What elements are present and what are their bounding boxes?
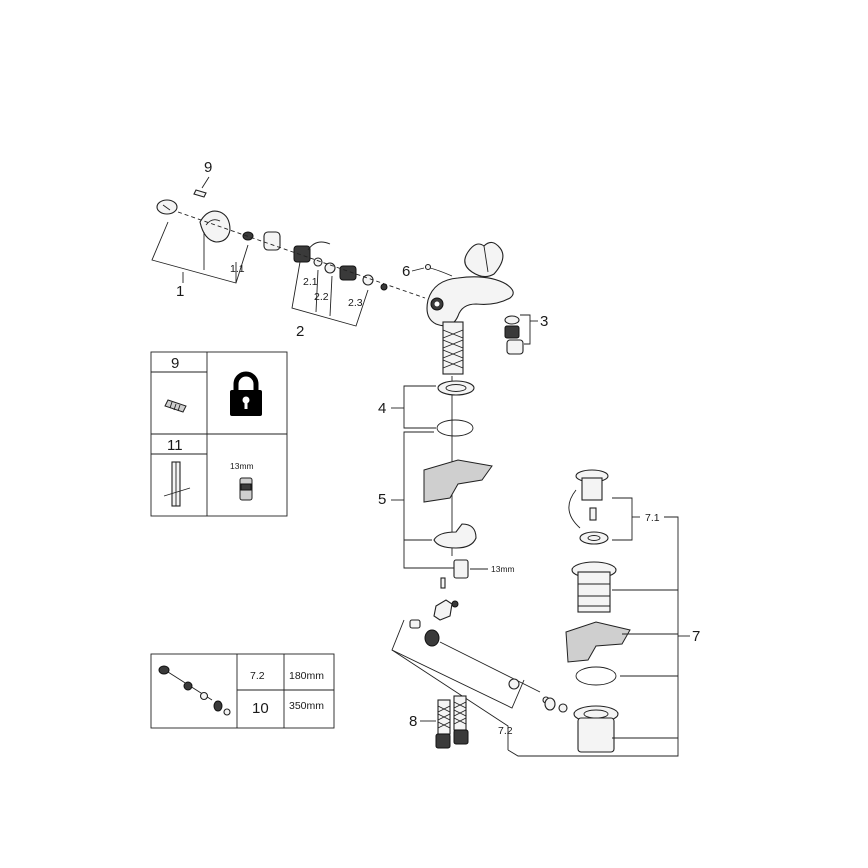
callout-8: 8 bbox=[409, 713, 417, 730]
length-row-2-value: 350mm bbox=[289, 700, 324, 712]
callout-2-2: 2.2 bbox=[314, 291, 329, 303]
o-ring-2-2 bbox=[324, 262, 336, 274]
length-row-1-part: 7.2 bbox=[250, 670, 265, 682]
padlock-icon bbox=[230, 371, 262, 416]
callout-4: 4 bbox=[378, 400, 386, 417]
waste-body bbox=[577, 571, 611, 613]
wrench-size-label: 13mm bbox=[491, 564, 515, 574]
screw-icon bbox=[164, 399, 187, 413]
rotation-arrow bbox=[307, 241, 331, 251]
wedge-plate bbox=[423, 459, 493, 503]
callout-9: 9 bbox=[204, 159, 212, 176]
flexible-hose bbox=[442, 321, 464, 375]
tap-body: 6 bbox=[402, 241, 514, 375]
callout-5: 5 bbox=[378, 491, 386, 508]
callout-2: 2 bbox=[296, 323, 304, 340]
popup-linkage: 7.2 bbox=[391, 577, 556, 750]
waste-set: 7.1 7 bbox=[507, 469, 700, 757]
callout-2-1: 2.1 bbox=[303, 276, 318, 288]
length-legend-box: 7.2 180mm 10 350mm bbox=[150, 653, 335, 729]
handle-body bbox=[199, 210, 231, 243]
callout-1-1: 1.1 bbox=[230, 263, 245, 275]
key-tool-icon bbox=[163, 461, 191, 507]
length-row-1-value: 180mm bbox=[289, 670, 324, 682]
length-row-2-part: 10 bbox=[252, 700, 269, 717]
mounting-nut bbox=[453, 559, 469, 579]
legend-cell-11: 11 bbox=[167, 437, 183, 454]
handle-screw bbox=[193, 189, 207, 198]
callout-group-1: 1 1.1 9 bbox=[151, 159, 249, 300]
cartridge-head bbox=[293, 245, 311, 263]
callout-7: 7 bbox=[692, 628, 700, 645]
tap-lever bbox=[464, 241, 504, 278]
horseshoe-bracket bbox=[433, 523, 477, 549]
linkage-clamp bbox=[433, 599, 453, 621]
mounting-flange bbox=[437, 380, 475, 396]
hose-nut-right bbox=[453, 729, 469, 745]
o-ring-2-1 bbox=[313, 257, 323, 267]
mounting-o-ring bbox=[436, 419, 474, 437]
aerator-insert bbox=[504, 325, 520, 339]
callout-7-1: 7.1 bbox=[645, 512, 660, 524]
plug-rotation-arrow bbox=[568, 489, 581, 529]
linkage-knob bbox=[424, 629, 440, 647]
handle-cap bbox=[156, 199, 178, 215]
socket-size-label: 13mm bbox=[230, 461, 254, 471]
mounting-kit: 13mm 4 5 bbox=[378, 376, 515, 579]
handle-assembly bbox=[156, 189, 426, 299]
hose-nut-left bbox=[435, 733, 451, 749]
supply-hoses: 8 bbox=[409, 695, 469, 749]
callout-6: 6 bbox=[402, 263, 410, 280]
cartridge-sleeve bbox=[263, 231, 281, 251]
callout-group-2: 2 2.1 2.2 2.3 bbox=[291, 261, 369, 340]
waste-o-ring bbox=[575, 666, 617, 686]
tap-main-body bbox=[426, 276, 514, 327]
aerator-assembly: 3 bbox=[504, 313, 548, 355]
tool-legend-box: 9 11 13mm bbox=[150, 351, 288, 517]
plug-seal bbox=[579, 531, 609, 545]
aerator-housing bbox=[506, 339, 524, 355]
callout-1: 1 bbox=[176, 283, 184, 300]
pop-up-rod bbox=[429, 267, 453, 277]
waste-wedge bbox=[565, 621, 631, 663]
legend-cell-9: 9 bbox=[171, 355, 179, 372]
rod-assembly-icon bbox=[158, 665, 231, 716]
socket-icon bbox=[239, 477, 253, 501]
callout-7-2: 7.2 bbox=[498, 725, 513, 737]
rod-seal bbox=[544, 697, 556, 711]
waste-tailpiece bbox=[577, 717, 615, 753]
callout-3: 3 bbox=[540, 313, 548, 330]
callout-2-3: 2.3 bbox=[348, 297, 363, 309]
